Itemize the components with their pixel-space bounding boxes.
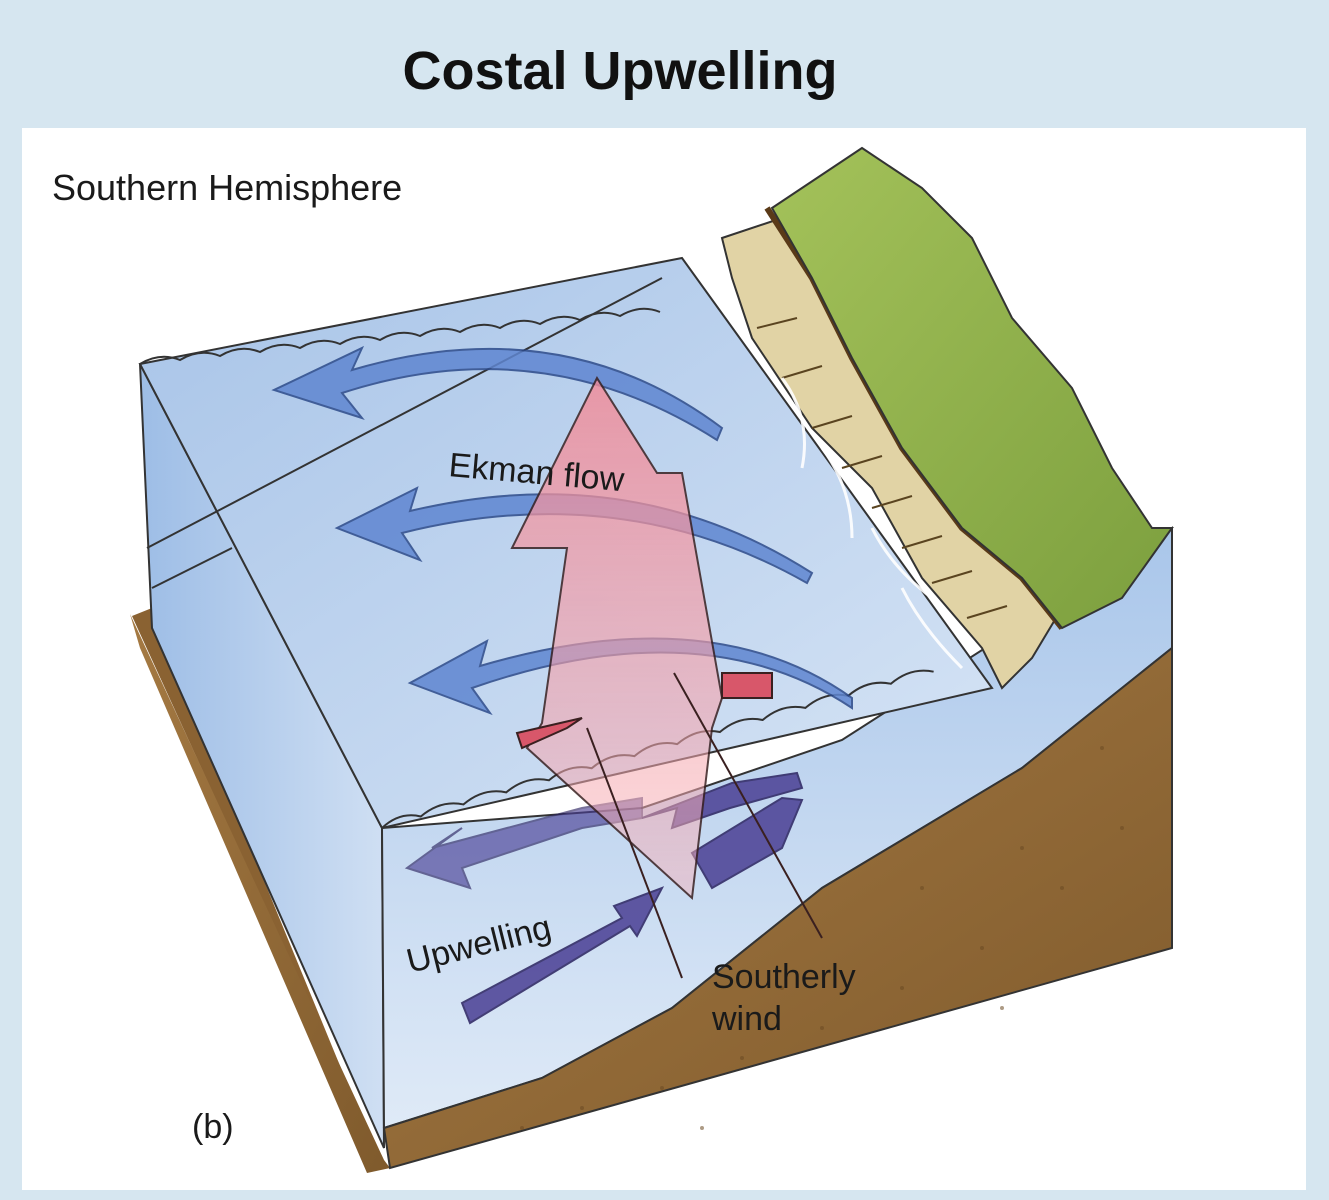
- sediment-front-face: [382, 645, 1173, 1170]
- hemisphere-label: Southern Hemisphere: [52, 167, 402, 208]
- sediment-texture: [520, 746, 1124, 1130]
- wave-edge-back: [139, 307, 661, 365]
- panel-id-label: (b): [192, 1108, 234, 1146]
- cliff-top-land: [770, 146, 1174, 630]
- ekman-flow-arrows: [271, 345, 853, 716]
- upwelling-arrow-bottom: [460, 886, 665, 1025]
- coastal-upwelling-block-diagram: Southern Hemisphere Ekman flow Upwelling…: [52, 146, 1174, 1173]
- sediment-left-face: [132, 608, 390, 1168]
- surf-lines: [780, 377, 964, 670]
- southerly-wind-arrow: [510, 375, 823, 979]
- surface-layer-line-1: [146, 277, 663, 549]
- ekman-arrow-1: [271, 345, 724, 442]
- southerly-wind-label-line1: Southerly: [712, 958, 856, 996]
- cliff-striations: [756, 317, 1008, 619]
- ekman-arrow-3: [407, 637, 853, 716]
- upwelling-arrows: [404, 771, 804, 1025]
- surface-layer-line-2: [151, 547, 233, 589]
- sediment-left-wall: [130, 614, 390, 1173]
- diagram-panel: Southern Hemisphere Ekman flow Upwelling…: [22, 128, 1306, 1190]
- upwelling-arrow-middle: [690, 796, 804, 890]
- southerly-wind-label-line2: wind: [711, 1000, 782, 1038]
- diagram-title: Costal Upwelling: [402, 41, 838, 101]
